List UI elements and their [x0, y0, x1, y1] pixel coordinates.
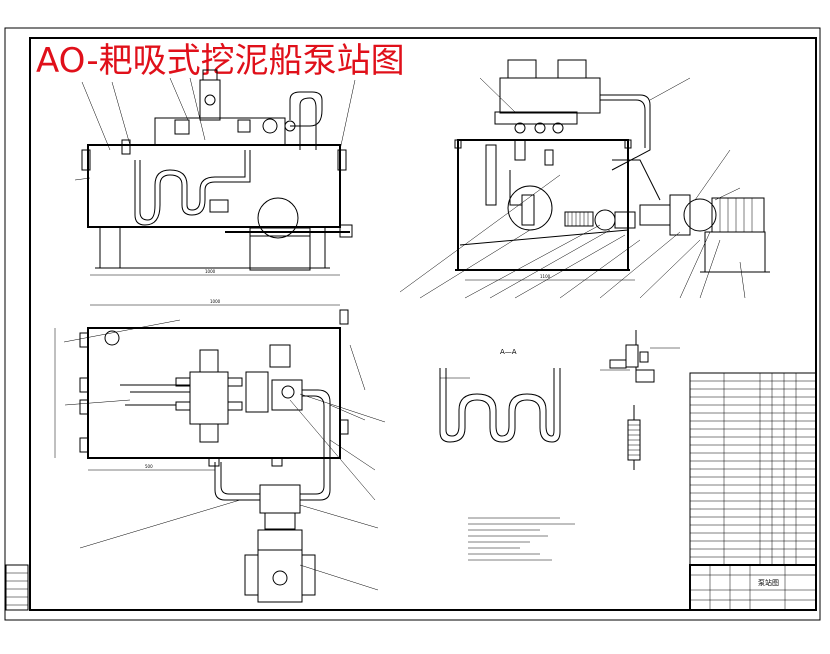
front-view: 1000: [74, 69, 356, 276]
tank-side: [457, 139, 629, 271]
cooling-coil-front: [134, 150, 251, 226]
inner-border: [29, 37, 817, 611]
plan-view: 1000 500: [54, 299, 386, 603]
side-view: 1100: [399, 59, 770, 299]
detail-views: [600, 330, 680, 470]
svg-text:500: 500: [145, 464, 153, 469]
motor-plan: [257, 549, 303, 603]
coil-section: [439, 368, 561, 443]
drawing-title: AO-耙吸式挖泥船泵站图: [36, 41, 405, 81]
outer-border: [4, 27, 821, 621]
margin-stamp: [5, 564, 29, 611]
pump-plan: [259, 484, 301, 514]
section-a-a: A—A: [439, 348, 561, 443]
pump-front: [257, 197, 299, 239]
title-block: 泵站图: [689, 564, 817, 611]
svg-text:1000: 1000: [210, 299, 221, 304]
pump-side: [683, 198, 717, 232]
parts-list: [689, 372, 817, 566]
title-block-name: 泵站图: [758, 578, 779, 587]
svg-text:1100: 1100: [540, 274, 551, 279]
technical-notes: [468, 517, 575, 561]
svg-text:1000: 1000: [205, 269, 216, 274]
section-label: A—A: [500, 348, 517, 356]
valve-manifold-plan: [189, 371, 229, 425]
valve-block-front: [199, 79, 221, 121]
tank-front: [87, 144, 341, 228]
valve-block-side: [499, 77, 601, 114]
